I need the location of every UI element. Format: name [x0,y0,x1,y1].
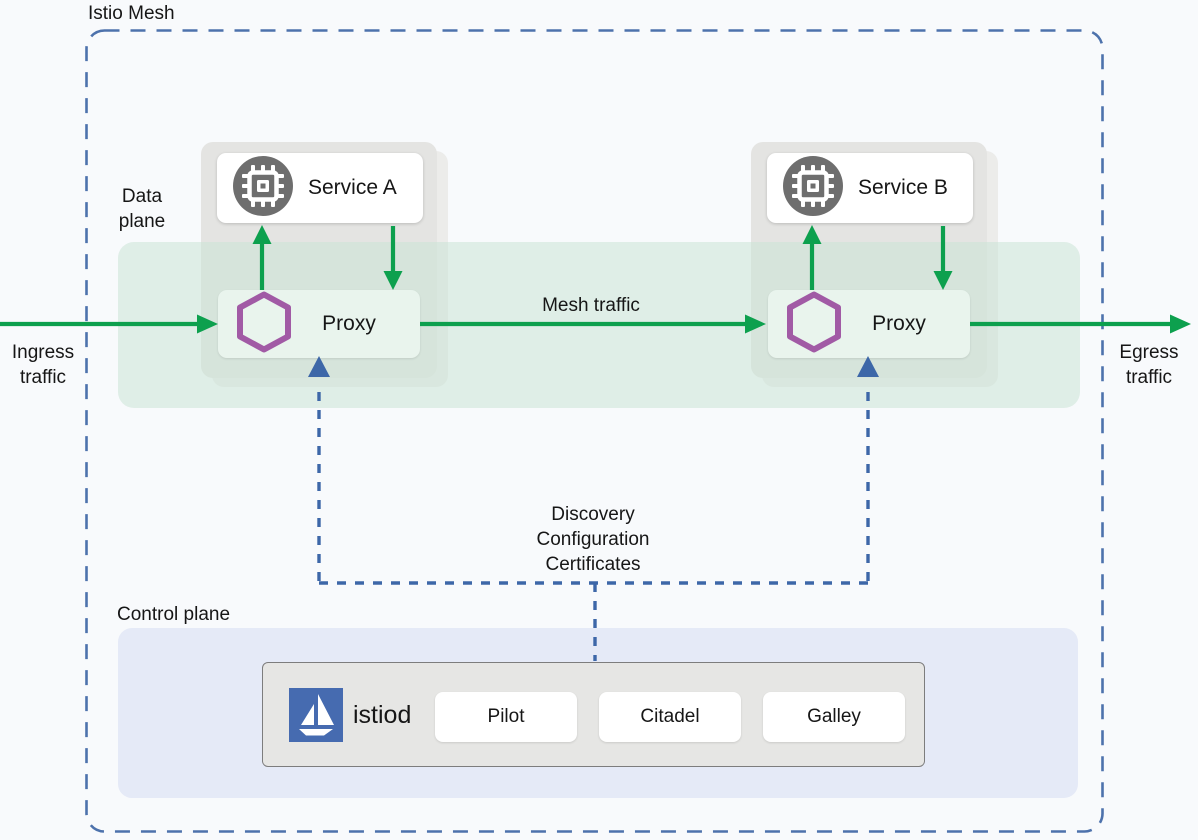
egress-label-line1: Egress [1119,342,1179,363]
ingress-traffic-label: Ingress traffic [4,340,82,390]
envoy-hexagon-icon [236,291,292,358]
istiod-component-pilot: Pilot [435,692,577,742]
proxy-a-box: Proxy [218,290,420,358]
control-plane-label: Control plane [117,604,231,625]
istiod-component-galley: Galley [763,692,905,742]
mesh-title: Istio Mesh [88,3,175,24]
proxy-b-label: Proxy [872,312,926,335]
config-label-certificates: Certificates [545,554,641,575]
proxy-a-label: Proxy [322,312,376,335]
envoy-hexagon-icon [786,291,842,358]
data-plane-label-line1: Data [121,186,163,207]
proxy-b-box: Proxy [768,290,970,358]
service-a-box: Service A [217,153,423,223]
ingress-label-line2: traffic [19,367,67,388]
istiod-label: istiod [353,701,412,729]
config-label-configuration: Configuration [536,529,650,550]
egress-traffic-label: Egress traffic [1110,340,1188,390]
istiod-component-citadel: Citadel [599,692,741,742]
egress-label-line2: traffic [1125,367,1173,388]
cpu-chip-icon [783,155,843,221]
ingress-label-line1: Ingress [11,342,75,363]
istiod-box: istiod Pilot Citadel Galley [262,662,925,767]
cpu-chip-icon [233,155,293,221]
mesh-traffic-label: Mesh traffic [542,295,640,316]
service-b-name: Service B [858,176,948,199]
egress-arrowhead [1170,314,1191,334]
data-plane-label: Data plane [102,184,182,234]
data-plane-label-line2: plane [118,211,166,232]
service-a-name: Service A [308,176,397,199]
config-label-discovery: Discovery [551,504,635,525]
config-distribution-label: Discovery Configuration Certificates [508,502,678,577]
service-b-box: Service B [767,153,973,223]
istio-sail-logo [289,688,343,747]
